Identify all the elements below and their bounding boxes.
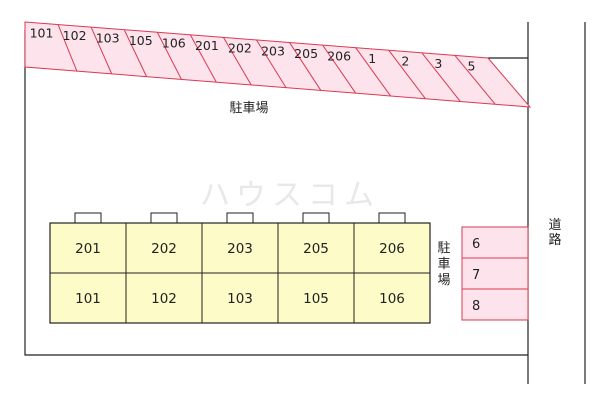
- unit-number: 106: [379, 291, 405, 307]
- parking-space-number: 103: [96, 30, 120, 45]
- parking-divider: [256, 39, 287, 88]
- parking-space-number: 5: [467, 59, 475, 74]
- lot-boundary: [24, 30, 528, 356]
- unit-number: 203: [227, 241, 253, 257]
- parking-space-number: 106: [162, 36, 186, 51]
- side-parking-label-char: 車: [437, 257, 451, 272]
- parking-space-number: 105: [129, 33, 153, 48]
- parking-space-number: 101: [30, 25, 54, 40]
- parking-divider: [57, 24, 78, 72]
- parking-divider: [421, 52, 461, 102]
- parking-divider: [355, 47, 391, 97]
- balcony-marker: [226, 212, 254, 224]
- side-parking-space: [461, 257, 529, 290]
- parking-space-number: 3: [434, 56, 442, 71]
- parking-space-number: 203: [261, 43, 285, 58]
- parking-divider: [189, 34, 217, 83]
- parking-space-number: 206: [327, 48, 351, 63]
- balcony-marker: [150, 212, 178, 224]
- watermark-text: ハウスコム: [200, 178, 380, 213]
- parking-space-number: 205: [294, 46, 318, 61]
- side-parking-label-char: 駐: [437, 241, 451, 256]
- road-label-char: 路: [548, 233, 562, 248]
- parking-divider: [90, 26, 113, 75]
- parking-space-number: 2: [401, 54, 409, 69]
- parking-space-number: 202: [228, 41, 252, 56]
- side-parking-label: 駐 車 場: [436, 241, 452, 289]
- parking-space-number: 201: [195, 38, 219, 53]
- road-label-char: 道: [548, 218, 562, 233]
- side-parking-label-char: 場: [437, 273, 451, 288]
- top-parking-area: 101 102 103 105 106 201 202 203 205 206 1 2 3 5: [24, 21, 532, 108]
- balcony-marker: [378, 212, 406, 224]
- top-parking-strip: [24, 21, 532, 108]
- parking-divider: [388, 49, 426, 100]
- unit-number: 201: [75, 241, 101, 257]
- parking-divider: [289, 42, 322, 91]
- parking-divider: [123, 29, 148, 77]
- apartment-building: 201 202 203 205 206 101 102 103 105 106: [49, 212, 431, 324]
- unit-number: 202: [151, 241, 177, 257]
- unit-number: 101: [75, 291, 101, 307]
- unit-number: 205: [303, 241, 329, 257]
- parking-space-number: 8: [472, 299, 480, 314]
- road-label: 道 路: [547, 218, 563, 248]
- side-parking-area: 6 7 8: [461, 226, 529, 321]
- unit-number: 103: [227, 291, 253, 307]
- top-parking-label: 駐車場: [229, 101, 268, 116]
- parking-divider: [454, 55, 496, 105]
- parking-space-number: 7: [472, 268, 480, 283]
- parking-divider: [222, 37, 252, 86]
- parking-divider: [156, 32, 182, 80]
- parking-space-number: 1: [368, 51, 376, 66]
- parking-space-number: 102: [63, 28, 87, 43]
- unit-number: 105: [303, 291, 329, 307]
- unit-number: 206: [379, 241, 405, 257]
- side-parking-space: [461, 288, 529, 321]
- unit-number: 102: [151, 291, 177, 307]
- balcony-marker: [74, 212, 102, 224]
- balcony-marker: [302, 212, 330, 224]
- parking-space-number: 6: [472, 237, 480, 252]
- parking-divider: [322, 44, 357, 94]
